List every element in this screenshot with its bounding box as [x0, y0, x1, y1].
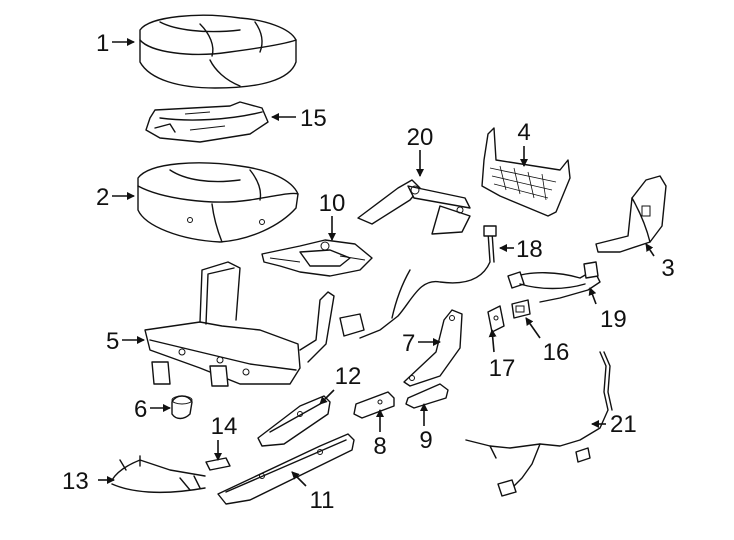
callout-3: 3 — [661, 255, 674, 282]
callout-2: 2 — [96, 184, 109, 211]
part-20-frame-bracket — [357, 179, 471, 235]
callout-20: 20 — [407, 124, 434, 151]
part-18-harness — [339, 225, 497, 339]
callout-21: 21 — [610, 411, 637, 438]
callout-13: 13 — [62, 468, 89, 495]
part-9-cover — [405, 383, 449, 409]
part-5-seat-frame — [144, 261, 335, 387]
callout-5: 5 — [106, 328, 119, 355]
callout-8: 8 — [373, 433, 386, 460]
part-1-cushion-cover — [139, 14, 297, 89]
part-4-back-panel — [481, 127, 571, 217]
part-13-wire-bar — [111, 455, 206, 494]
part-15-cushion-pad — [145, 101, 269, 143]
part-19-harness — [507, 261, 601, 303]
part-6-knob — [171, 395, 193, 420]
part-10-adjuster — [261, 239, 373, 277]
callouts — [98, 38, 655, 487]
part-16-clip — [511, 299, 531, 319]
callout-14: 14 — [211, 413, 238, 440]
callout-17: 17 — [489, 355, 516, 382]
callout-12: 12 — [335, 363, 362, 390]
part-11-seat-track — [217, 433, 355, 505]
callout-labels: 1 15 2 20 4 10 3 18 19 5 7 17 16 12 6 8 … — [62, 30, 675, 514]
callout-7: 7 — [402, 330, 415, 357]
part-21-wiring-harness — [465, 351, 613, 497]
callout-19: 19 — [600, 306, 627, 333]
part-2-seat-cushion — [137, 162, 299, 243]
callout-11: 11 — [310, 487, 335, 514]
part-3-side-shield — [595, 175, 667, 253]
callout-10: 10 — [319, 190, 346, 217]
callout-16: 16 — [543, 339, 570, 366]
part-17-bracket — [487, 305, 505, 333]
callout-1: 1 — [96, 30, 109, 57]
callout-18: 18 — [516, 236, 543, 263]
part-8-cover — [353, 391, 395, 419]
callout-15: 15 — [300, 105, 327, 132]
part-12-track-cover — [257, 395, 331, 447]
callout-4: 4 — [517, 119, 530, 146]
callout-9: 9 — [419, 427, 432, 454]
callout-6: 6 — [134, 396, 147, 423]
